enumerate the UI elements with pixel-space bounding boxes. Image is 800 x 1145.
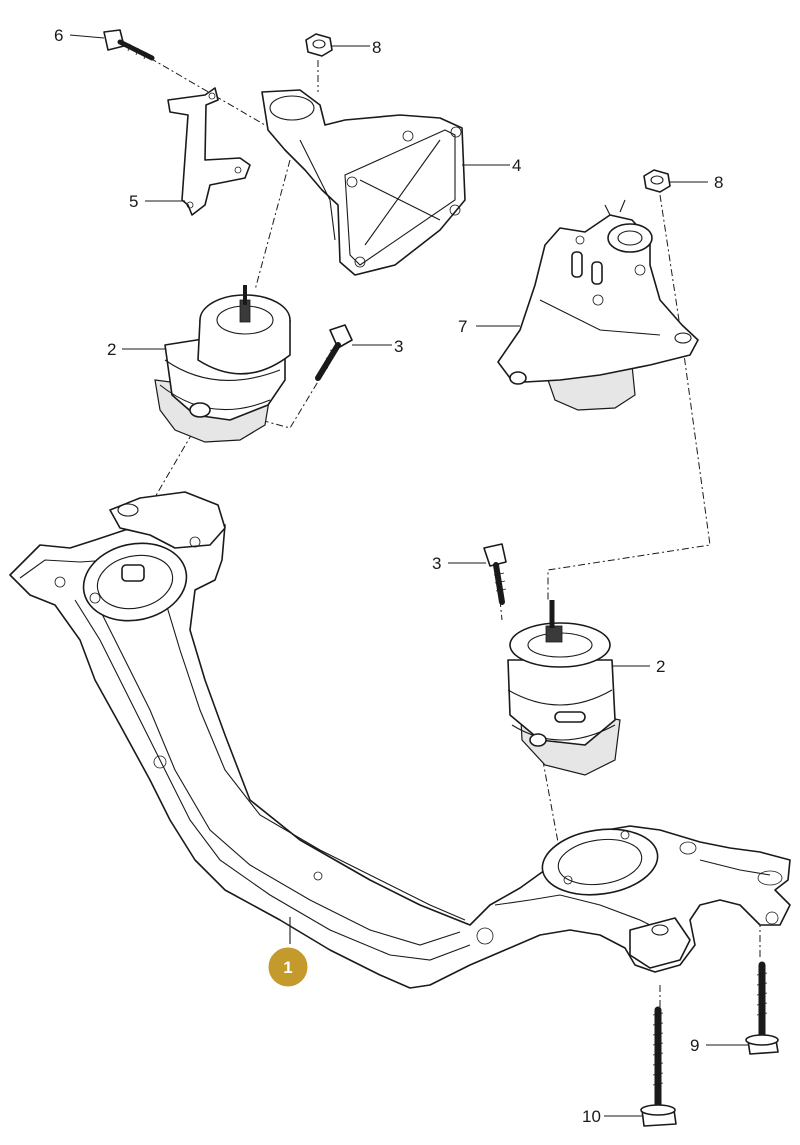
- engine-bracket-right[interactable]: [497, 199, 699, 411]
- bolt-upper[interactable]: [315, 324, 353, 381]
- bolt-long-right[interactable]: [745, 961, 779, 1055]
- engine-mount-left[interactable]: [154, 285, 291, 443]
- engine-mount-right[interactable]: [507, 600, 621, 776]
- leader-lines: [69, 34, 748, 1117]
- callout-7: 7: [458, 317, 467, 336]
- callout-6: 6: [54, 26, 63, 45]
- callout-3-upper: 3: [394, 337, 403, 356]
- callout-9: 9: [690, 1036, 699, 1055]
- callout-2-upper: 2: [107, 340, 116, 359]
- callout-8-top: 8: [372, 38, 381, 57]
- bolt-top-left[interactable]: [103, 29, 155, 61]
- callout-3-lower: 3: [432, 554, 441, 573]
- engine-bracket[interactable]: [261, 89, 466, 276]
- callout-2-lower: 2: [656, 657, 665, 676]
- callout-1: 1: [283, 958, 292, 977]
- heat-shield-bracket[interactable]: [167, 87, 251, 216]
- nut-upper-right[interactable]: [643, 169, 671, 193]
- subframe-cross-member[interactable]: [9, 491, 791, 989]
- bolt-lower[interactable]: [483, 543, 507, 605]
- callout-10: 10: [582, 1107, 601, 1126]
- bolt-long-left[interactable]: [640, 1006, 677, 1127]
- callout-5: 5: [129, 192, 138, 211]
- nut-upper-left[interactable]: [305, 33, 333, 57]
- callout-4: 4: [512, 156, 521, 175]
- callout-labels: 6 8 4 5 2 3 8 7 3 2 9 10: [54, 26, 723, 1126]
- callout-8-right: 8: [714, 173, 723, 192]
- callout-1-badge[interactable]: 1: [267, 946, 309, 988]
